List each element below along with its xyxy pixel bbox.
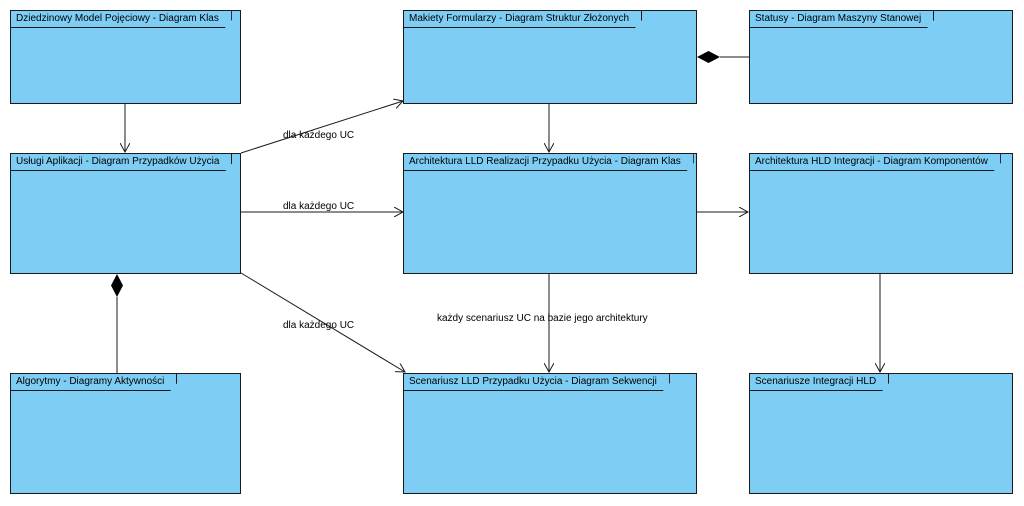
frame-hld-integration[interactable]: Architektura HLD Integracji - Diagram Ko… xyxy=(749,153,1013,274)
edge-label-for-each-uc-bottom: dla każdego UC xyxy=(283,320,355,331)
frame-title: Architektura LLD Realizacji Przypadku Uż… xyxy=(403,153,694,171)
frame-title: Scenariusz LLD Przypadku Użycia - Diagra… xyxy=(403,373,670,391)
frame-lld-scenario[interactable]: Scenariusz LLD Przypadku Użycia - Diagra… xyxy=(403,373,697,494)
frame-domain-model[interactable]: Dziedzinowy Model Pojęciowy - Diagram Kl… xyxy=(10,10,241,104)
edge-services-to-forms xyxy=(240,101,403,154)
composition-diamond-forms xyxy=(697,51,720,63)
composition-diamond-services xyxy=(111,274,123,297)
frame-title: Scenariusze Integracji HLD xyxy=(749,373,889,391)
frame-title: Makiety Formularzy - Diagram Struktur Zł… xyxy=(403,10,642,28)
frame-title: Algorytmy - Diagramy Aktywności xyxy=(10,373,177,391)
frame-algorithms[interactable]: Algorytmy - Diagramy Aktywności xyxy=(10,373,241,494)
frame-lld-architecture[interactable]: Architektura LLD Realizacji Przypadku Uż… xyxy=(403,153,697,274)
edge-label-for-each-uc-mid: dla każdego UC xyxy=(283,201,355,212)
edge-label-for-each-uc-top: dla każdego UC xyxy=(283,130,355,141)
frame-title: Usługi Aplikacji - Diagram Przypadków Uż… xyxy=(10,153,232,171)
frame-title: Dziedzinowy Model Pojęciowy - Diagram Kl… xyxy=(10,10,232,28)
frame-title: Architektura HLD Integracji - Diagram Ko… xyxy=(749,153,1001,171)
frame-form-mockups[interactable]: Makiety Formularzy - Diagram Struktur Zł… xyxy=(403,10,697,104)
edge-label-each-scenario: każdy scenariusz UC na bazie jego archit… xyxy=(437,313,648,324)
frame-title: Statusy - Diagram Maszyny Stanowej xyxy=(749,10,934,28)
edge-services-to-scenario xyxy=(240,272,405,372)
frame-integration-scenarios[interactable]: Scenariusze Integracji HLD xyxy=(749,373,1013,494)
frame-statuses[interactable]: Statusy - Diagram Maszyny Stanowej xyxy=(749,10,1013,104)
frame-app-services[interactable]: Usługi Aplikacji - Diagram Przypadków Uż… xyxy=(10,153,241,274)
